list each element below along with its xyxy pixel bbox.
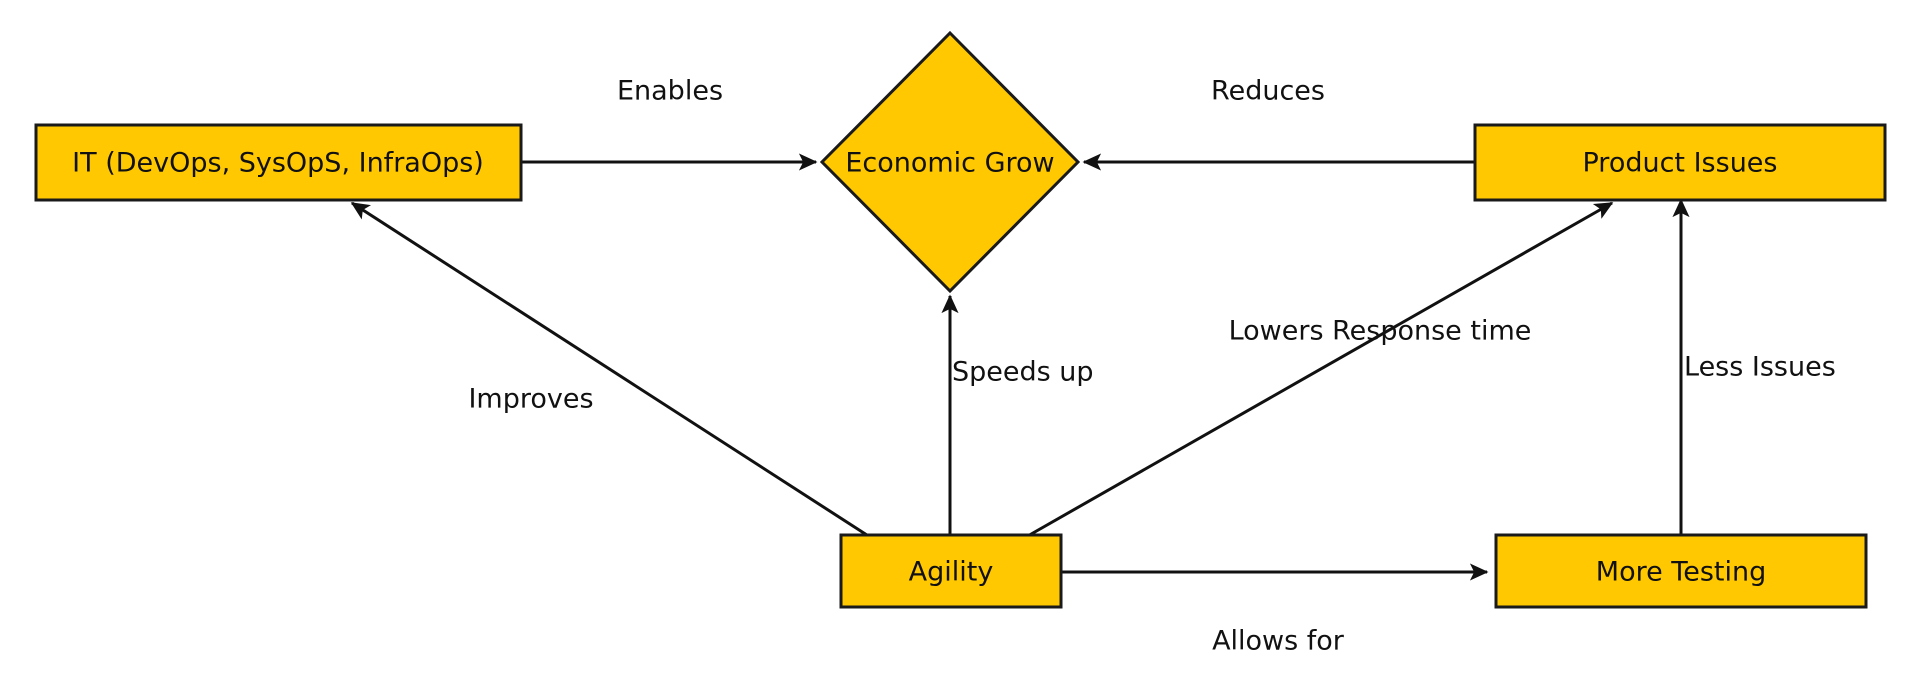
edge-line-lowers-response-time	[1025, 201, 1614, 539]
node-shape-it[interactable]	[34, 123, 523, 202]
edge-label-lowers-response-time: Lowers Response time	[1229, 316, 1532, 347]
edge-product-issues-to-economic-grow: Reduces	[1082, 76, 1474, 171]
node-economic-grow[interactable]: Economic Grow	[819, 30, 1081, 294]
edge-more-testing-to-product-issues: Less Issues	[1672, 198, 1836, 535]
node-shape-agility[interactable]	[839, 533, 1063, 609]
node-label-agility: Agility	[909, 557, 994, 588]
edge-label-speeds-up: Speeds up	[952, 357, 1094, 388]
edge-it-to-economic-grow: Enables	[522, 76, 818, 171]
edge-label-improves: Improves	[468, 384, 593, 415]
edge-label-reduces: Reduces	[1211, 76, 1325, 107]
node-label-economic-grow: Economic Grow	[845, 148, 1054, 179]
node-it[interactable]: IT (DevOps, SysOpS, InfraOps)	[34, 123, 523, 202]
edge-label-less-issues: Less Issues	[1684, 352, 1836, 383]
node-shape-economic-grow[interactable]	[819, 30, 1081, 294]
edge-agility-to-it: Improves	[350, 201, 871, 539]
node-shape-product-issues[interactable]	[1473, 123, 1887, 202]
node-label-product-issues: Product Issues	[1583, 148, 1778, 179]
edge-label-allows-for: Allows for	[1212, 626, 1345, 657]
edge-agility-to-economic-grow: Speeds up	[941, 294, 1094, 535]
node-shape-more-testing[interactable]	[1494, 533, 1868, 609]
edge-agility-to-product-issues: Lowers Response time	[1025, 201, 1614, 539]
node-label-it: IT (DevOps, SysOpS, InfraOps)	[72, 148, 484, 179]
node-label-more-testing: More Testing	[1596, 557, 1766, 588]
node-product-issues[interactable]: Product Issues	[1473, 123, 1887, 202]
node-agility[interactable]: Agility	[839, 533, 1063, 609]
node-more-testing[interactable]: More Testing	[1494, 533, 1868, 609]
edge-agility-to-more-testing: Allows for	[1062, 563, 1489, 657]
edge-line-improves	[350, 201, 871, 539]
edge-label-enables: Enables	[617, 76, 723, 107]
